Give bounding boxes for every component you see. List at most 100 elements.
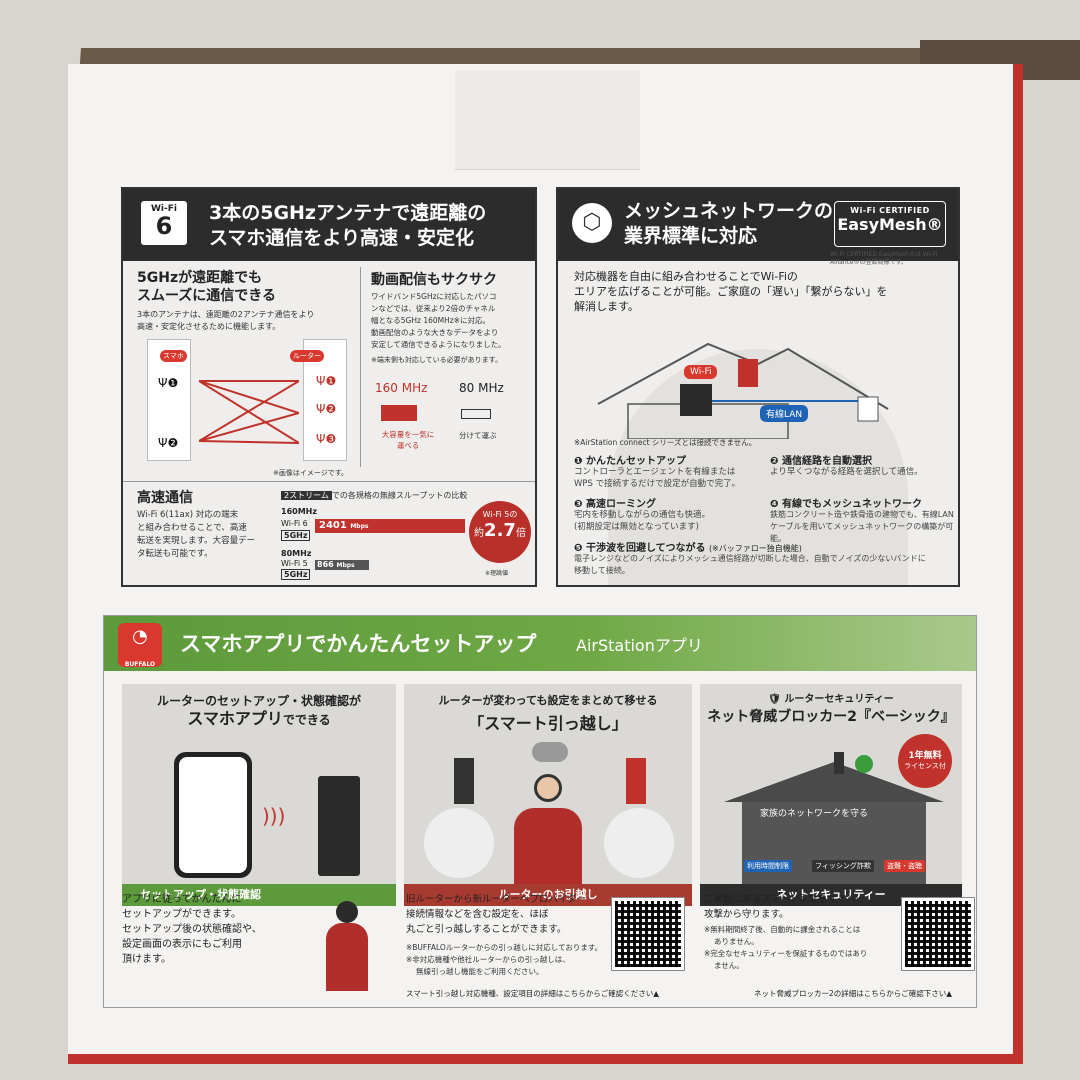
row1-value: 2401 Mbps: [319, 520, 368, 531]
signal-cross-arrows: [199, 380, 299, 444]
feature-4-text: 鉄筋コンクリート造や鉄骨造の建物でも、有線LAN ケーブルを用いてメッシュネット…: [770, 509, 958, 545]
buffalo-logo: ◔ BUFFALO: [118, 623, 162, 668]
feature-5-text-line1: 電子レンジなどのノイズによりメッシュ通信経路が切断した場合、自動でノイズの少ない…: [574, 554, 926, 563]
mesh-network-icon: ⬡: [572, 203, 612, 243]
setup-description-line2: セットアップができます。: [122, 909, 241, 920]
security-description: ご家庭にあるスマート家電をサイバー 攻撃から守ります。: [704, 892, 894, 922]
phone-label: スマホ: [160, 350, 187, 362]
security-description-line2: 攻撃から守ります。: [704, 909, 789, 920]
mesh-intro-line2: エリアを広げることが可能。ご家庭の「遅い」「繋がらない」を: [574, 285, 888, 298]
mesh-intro-line1: 対応機器を自由に組み合わせることでWi-Fiの: [574, 270, 798, 283]
easymesh-cert-line1: Wi-Fi CERTIFIED: [850, 206, 930, 215]
compare-heading-text: での各規格の無線スループットの比較: [331, 491, 468, 500]
wifi6-panel: Wi-Fi 6 3本の5GHzアンテナで遠距離の スマホ通信をより高速・安定化 …: [121, 187, 537, 587]
wifi6-badge-num: 6: [155, 212, 173, 240]
row2-value-unit: Mbps: [336, 562, 355, 569]
security-note-line1: ※無料期間終了後、自動的に課金されることは: [704, 925, 861, 934]
wired-lan-tag: 有線LAN: [760, 405, 809, 422]
migration-description: 旧ルーターから新ルーターへプロバイダー 接続情報などを含む設定を、ほぼ 丸ごと引…: [406, 892, 606, 937]
feature-3-text-line1: 宅内を移動しながらの通信も快適。: [574, 510, 711, 520]
feature-5-heading-text: ❺ 干渉波を回避してつながる: [574, 543, 706, 554]
mesh-panel-title: メッシュネットワークの 業界標準に対応: [624, 199, 833, 249]
cap160-caption: 大容量を一気に 運べる: [373, 429, 443, 451]
mhz160-label: 160 MHz: [375, 381, 428, 395]
circle-suffix: 倍: [515, 528, 526, 539]
video-text-line4: 動画配信のような大きなデータをより: [371, 328, 499, 337]
mesh-title-line1: メッシュネットワークの: [624, 200, 834, 222]
migration-footer: スマート引っ越し対応機種、設定項目の詳細はこちらからご確認ください▲: [406, 989, 660, 998]
feature-1-heading: ❶ かんたんセットアップ: [574, 456, 686, 467]
row2-value: 866 Mbps: [317, 560, 355, 569]
security-note-line3: ※完全なセキュリティーを保証するものではあり: [704, 949, 868, 958]
box-tab: [455, 70, 640, 170]
row1-value-unit: Mbps: [350, 523, 369, 530]
setup-heading-big: スマホアプリ: [187, 709, 283, 728]
easymesh-cert-line2: EasyMesh®: [837, 215, 943, 234]
migration-description-line3: 丸ごと引っ越しすることができます。: [406, 924, 567, 935]
feature-2-heading: ❷ 通信経路を自動選択: [770, 456, 872, 467]
setup-column: ルーターのセットアップ・状態確認が スマホアプリでできる ))) セットアップ・…: [122, 684, 396, 906]
security-note-line2: ありません。: [714, 937, 759, 946]
security-heading-line1-text: ルーターセキュリティー: [784, 694, 894, 705]
smartphone-illustration: [174, 752, 252, 878]
time-limit-tag: 利用時間制限: [744, 860, 792, 872]
antenna-icon: Ψ❷: [158, 436, 179, 450]
migration-qr-code[interactable]: [611, 897, 685, 971]
antenna-icon: Ψ❶: [158, 376, 179, 390]
video-heading: 動画配信もサクサク: [371, 272, 497, 288]
circle-pre: 約: [474, 528, 485, 539]
feature-3-text: 宅内を移動しながらの通信も快適。 (初期設定は無効となっています): [574, 509, 710, 533]
migration-notes: ※BUFFALOルーターからの引っ越しに対応しております。 ※非対応機種や他社ル…: [406, 942, 606, 978]
free-license-line1: 1年無料: [908, 751, 942, 761]
migration-heading-line1: ルーターが変わっても設定をまとめて移せる: [438, 694, 658, 707]
app-panel-header: ◔ BUFFALO スマホアプリでかんたんセットアップ AirStationアプ…: [104, 616, 976, 671]
long-range-heading-line1: 5GHzが遠距離でも: [137, 270, 263, 286]
app-panel: ◔ BUFFALO スマホアプリでかんたんセットアップ AirStationアプ…: [103, 615, 977, 1008]
security-footer: ネット脅威ブロッカー2の詳細はこちらからご確認下さい▲: [754, 989, 953, 998]
compare-heading: 2ストリームでの各規格の無線スループットの比較: [281, 489, 467, 502]
feature-5-text-line2: 移動して接続。: [574, 566, 630, 575]
feature-1-text-line1: コントローラとエージェントを有線または: [574, 467, 736, 477]
row1-band: 5GHz: [281, 530, 311, 541]
row1-std: Wi-Fi 6: [281, 519, 308, 528]
security-description-line1: ご家庭にあるスマート家電をサイバー: [704, 894, 866, 905]
security-note-line4: ません。: [714, 961, 744, 970]
mesh-panel-header: ⬡ メッシュネットワークの 業界標準に対応 Wi-Fi CERTIFIED Ea…: [558, 189, 958, 261]
video-text-line2: ンなどでは、従来より2倍のチャネル: [371, 304, 496, 313]
circle-value: 2.7: [484, 520, 516, 541]
setup-description-line1: アプリに従ってかんたんに: [122, 894, 242, 905]
feature-4-text-line1: 鉄筋コンクリート造や鉄骨造の建物でも、有線LAN: [770, 510, 954, 519]
wireless-signal-icon: ))): [262, 804, 286, 828]
migration-column: ルーターが変わっても設定をまとめて移せる 「スマート引っ越し」 ルーターのお引越…: [404, 684, 692, 906]
wifi6-title-line2: スマホ通信をより高速・安定化: [209, 227, 475, 249]
long-range-text-line1: 3本のアンテナは、遠距離の2アンテナ通信をより: [137, 310, 315, 319]
router-label: ルーター: [290, 350, 324, 362]
easymesh-note: Wi-Fi CERTIFIED EasyMesh®は Wi-Fi Allianc…: [830, 251, 938, 266]
row2-mhz: 80MHz: [281, 549, 312, 558]
feature-5-heading: ❺ 干渉波を回避してつながる (※バッファロー独自機能): [574, 539, 802, 554]
migration-description-line1: 旧ルーターから新ルーターへプロバイダー: [406, 894, 587, 905]
compare-heading-box: 2ストリーム: [281, 491, 332, 500]
migration-note-line3: 無線引っ越し機能をご利用ください。: [416, 967, 544, 976]
router-illustration: ルーター Ψ❶ Ψ❷ Ψ❸: [290, 339, 347, 461]
video-text-line5: 安定して通信できるようになりました。: [371, 340, 506, 349]
free-license-line2: ライセンス付: [904, 762, 946, 770]
divider: [123, 481, 535, 482]
feature-5-text: 電子レンジなどのノイズによりメッシュ通信経路が切断した場合、自動でノイズの少ない…: [574, 553, 926, 577]
theory-note: ※理論値: [485, 570, 509, 577]
antenna-icon: Ψ❸: [316, 432, 337, 446]
video-note: ※端末側も対応している必要があります。: [371, 356, 502, 364]
wifi6-badge: Wi-Fi 6: [141, 201, 187, 245]
house-illustration: [608, 349, 908, 585]
setup-description-line4: 設定画面の表示にもご利用: [122, 939, 242, 950]
setup-heading: ルーターのセットアップ・状態確認が スマホアプリでできる: [122, 692, 396, 729]
image-note: ※画像はイメージです。: [273, 469, 349, 477]
security-qr-code[interactable]: [901, 897, 975, 971]
setup-description-line5: 頂けます。: [122, 954, 171, 965]
new-router-icon: [626, 758, 646, 804]
video-text-line3: 幅となる5GHz 160MHz※に対応。: [371, 316, 490, 325]
truck-small-icon: [461, 409, 491, 419]
easymesh-cert-badge: Wi-Fi CERTIFIED EasyMesh®: [834, 201, 946, 247]
feature-2-text: より早くつながる経路を選択して通信。: [770, 467, 923, 477]
feature-1-text: コントローラとエージェントを有線または WPS で接続するだけで設定が自動で完了…: [574, 466, 740, 490]
